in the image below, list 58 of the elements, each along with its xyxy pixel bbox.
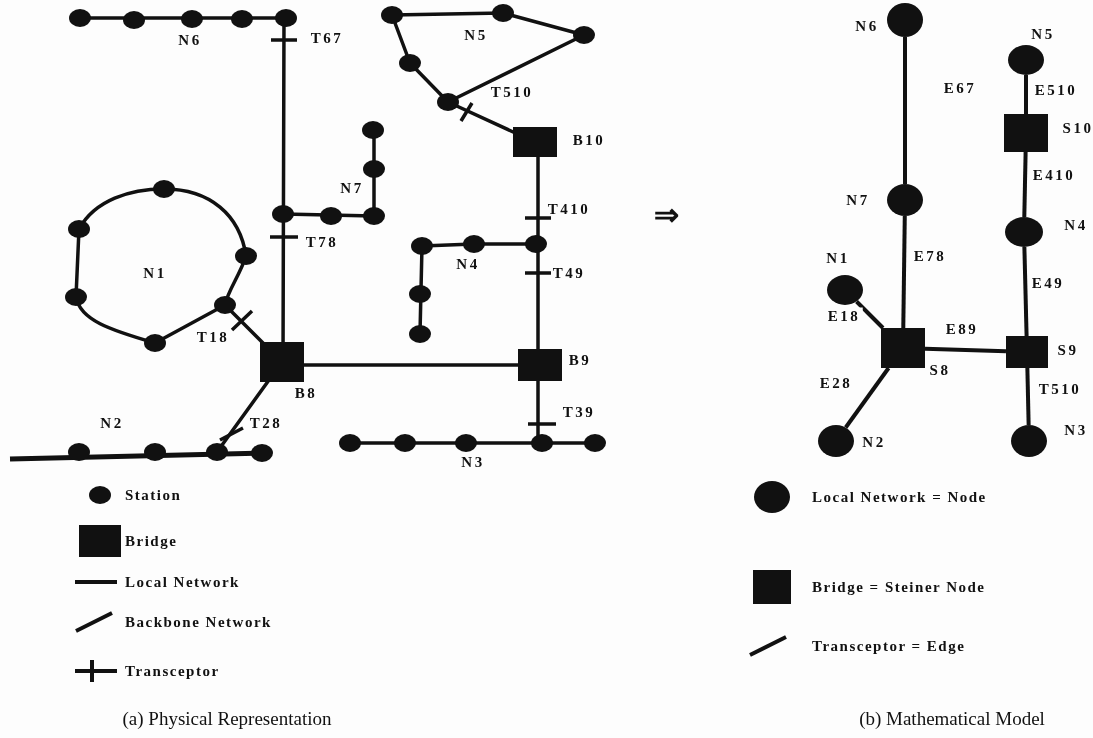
node-label: N1 — [826, 250, 850, 266]
node-label: S8 — [929, 362, 951, 378]
part-label: B9 — [568, 352, 592, 368]
node-ellipse — [887, 184, 923, 216]
legend-text: Local Network = Node — [812, 489, 987, 505]
connector-line — [901, 215, 907, 329]
connector-line — [1024, 75, 1028, 114]
legend-text: Local Network — [125, 574, 240, 590]
part-label: T28 — [249, 415, 283, 431]
steiner-node-square — [881, 328, 925, 368]
node-label: N6 — [855, 18, 879, 34]
legend-text: Transceptor — [125, 663, 220, 679]
node-ellipse — [1008, 45, 1044, 75]
legend-text: Backbone Network — [125, 614, 272, 630]
part-label: N7 — [340, 180, 364, 196]
node-label: N2 — [862, 434, 886, 450]
part-label: T510 — [490, 84, 534, 100]
node-ellipse — [1005, 217, 1043, 247]
part-label: T410 — [547, 201, 591, 217]
node-ellipse — [887, 3, 923, 37]
part-label: N4 — [456, 256, 480, 272]
part-label: T18 — [196, 329, 230, 345]
part-label: T49 — [552, 265, 586, 281]
part-label: N2 — [100, 415, 124, 431]
implies-symbol: ⇒ — [654, 200, 682, 230]
part-label: B8 — [294, 385, 318, 401]
part-label: T67 — [310, 30, 344, 46]
part-label: N5 — [464, 27, 488, 43]
node-label: S10 — [1062, 120, 1093, 136]
legend-text: Transceptor = Edge — [812, 638, 966, 654]
steiner-node-square — [1004, 114, 1048, 152]
connector-line — [1025, 367, 1031, 426]
node-ellipse — [827, 275, 863, 305]
connector-line — [903, 37, 907, 184]
part-label: N6 — [178, 32, 202, 48]
node-ellipse — [818, 425, 854, 457]
connector-line — [1022, 246, 1029, 337]
connector-line — [855, 300, 885, 330]
caption: (b) Mathematical Model — [859, 708, 1045, 728]
node-ellipse — [1011, 425, 1047, 457]
part-label: T78 — [305, 234, 339, 250]
node-label: N3 — [1064, 422, 1088, 438]
legend-text: Station — [125, 487, 182, 503]
connector-line — [1022, 151, 1028, 218]
caption: (a) Physical Representation — [122, 708, 332, 728]
part-label: N1 — [143, 265, 167, 281]
node-label: N5 — [1031, 26, 1055, 42]
node-label: N7 — [846, 192, 870, 208]
part-label: B10 — [572, 132, 606, 148]
part-label: N3 — [461, 454, 485, 470]
part-label: T39 — [562, 404, 596, 420]
steiner-node-square — [1006, 336, 1048, 368]
legend-text: Bridge = Steiner Node — [812, 579, 986, 595]
node-label: S9 — [1057, 342, 1079, 358]
connector-line — [924, 346, 1007, 354]
node-label: N4 — [1064, 217, 1088, 233]
legend-text: Bridge — [125, 533, 178, 549]
connector-line — [844, 366, 891, 429]
